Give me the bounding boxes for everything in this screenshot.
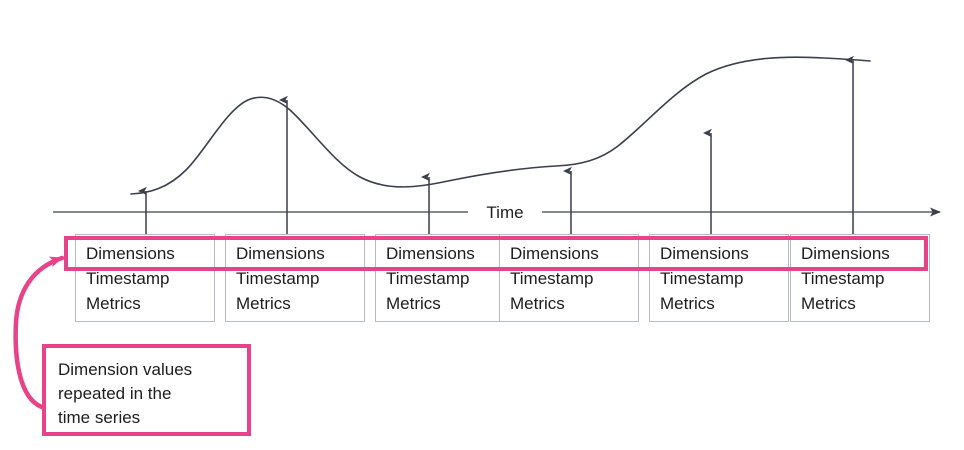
record-dimensions-label: Dimensions <box>386 244 475 263</box>
record-timestamp-label: Timestamp <box>801 269 885 288</box>
callout-box: Dimension values repeated in the time se… <box>42 344 251 436</box>
record-dimensions-label: Dimensions <box>86 244 175 263</box>
record-timestamp-label: Timestamp <box>86 269 170 288</box>
record-dimensions-label: Dimensions <box>236 244 325 263</box>
record-box-2[interactable]: Dimensions Timestamp Metrics <box>225 234 365 322</box>
record-box-5[interactable]: Dimensions Timestamp Metrics <box>649 234 789 322</box>
record-dimensions-label: Dimensions <box>510 244 599 263</box>
record-timestamp-label: Timestamp <box>660 269 744 288</box>
callout-line-2: repeated in the <box>58 384 172 403</box>
callout-line-1: Dimension values <box>58 360 193 379</box>
callout-line-3: time series <box>58 408 141 427</box>
record-metrics-label: Metrics <box>660 294 715 313</box>
record-box-1[interactable]: Dimensions Timestamp Metrics <box>75 234 215 322</box>
time-axis-label: Time <box>486 203 523 222</box>
time-label-gap <box>468 203 542 221</box>
record-dimensions-label: Dimensions <box>801 244 890 263</box>
callout-connector-arrow <box>13 255 65 411</box>
record-box-3[interactable]: Dimensions Timestamp Metrics <box>375 234 515 322</box>
record-timestamp-label: Timestamp <box>510 269 594 288</box>
record-box-6[interactable]: Dimensions Timestamp Metrics <box>790 234 930 322</box>
record-metrics-label: Metrics <box>86 294 141 313</box>
record-metrics-label: Metrics <box>386 294 441 313</box>
timeseries-curve <box>130 56 871 195</box>
record-dimensions-label: Dimensions <box>660 244 749 263</box>
callout-text: Dimension values repeated in the time se… <box>58 358 235 430</box>
record-metrics-label: Metrics <box>801 294 856 313</box>
record-box-4[interactable]: Dimensions Timestamp Metrics <box>499 234 639 322</box>
record-metrics-label: Metrics <box>510 294 565 313</box>
record-metrics-label: Metrics <box>236 294 291 313</box>
record-timestamp-label: Timestamp <box>236 269 320 288</box>
record-timestamp-label: Timestamp <box>386 269 470 288</box>
